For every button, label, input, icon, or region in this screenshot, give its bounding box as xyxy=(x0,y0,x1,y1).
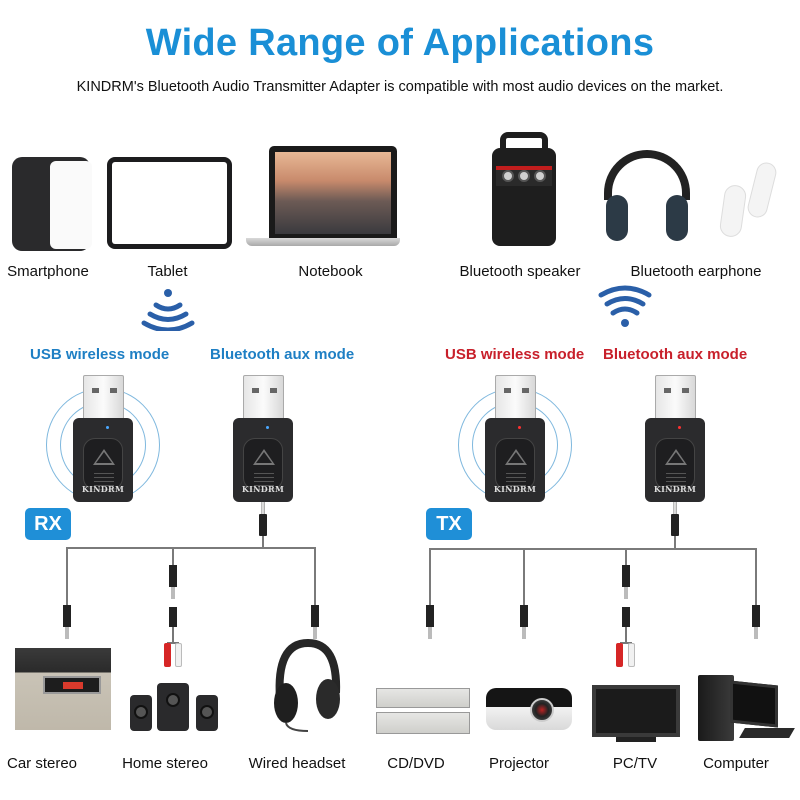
device-label-cd-dvd: CD/DVD xyxy=(387,755,445,772)
headphone-cup-right xyxy=(666,195,688,241)
device-label-home-stereo: Home stereo xyxy=(122,755,208,772)
device-label-smartphone: Smartphone xyxy=(7,263,89,280)
adapter-brand: KINDRM xyxy=(81,484,125,494)
cable xyxy=(674,536,676,548)
wired-headset-icon xyxy=(274,638,341,732)
tx-badge: TX xyxy=(426,508,472,540)
projector-icon xyxy=(486,688,572,730)
laptop-base xyxy=(246,238,400,246)
rx-aux-mode-label: Bluetooth aux mode xyxy=(210,346,355,363)
smartphone-icon xyxy=(12,157,92,251)
device-label-pc-tv: PC/TV xyxy=(612,755,658,772)
device-label-bluetooth-speaker: Bluetooth speaker xyxy=(459,263,581,280)
device-label-car-stereo: Car stereo xyxy=(6,755,78,772)
page-subtitle: KINDRM's Bluetooth Audio Transmitter Ada… xyxy=(76,79,724,95)
rca-white-plug xyxy=(175,643,182,667)
device-label-projector: Projector xyxy=(488,755,550,772)
tx-cable-tree xyxy=(426,548,760,644)
usb-plug xyxy=(495,375,536,420)
rca-red-plug xyxy=(616,643,623,667)
keyboard xyxy=(739,728,795,738)
tx-usb-mode-label: USB wireless mode xyxy=(445,346,585,363)
wifi-signal-receive-icon xyxy=(141,289,195,331)
adapter-brand: KINDRM xyxy=(241,484,285,494)
usb-plug xyxy=(655,375,696,420)
tv-icon xyxy=(592,685,680,737)
laptop-icon xyxy=(269,146,397,238)
usb-plug xyxy=(83,375,124,420)
headphones-icon xyxy=(604,150,690,200)
earbud-left-icon xyxy=(718,183,748,239)
adapter-brand: KINDRM xyxy=(653,484,697,494)
usb-plug xyxy=(243,375,284,420)
monitor xyxy=(730,680,778,728)
page-title: Wide Range of Applications xyxy=(145,22,655,64)
rx-usb-adapter: KINDRM xyxy=(73,418,133,502)
headphone-cup-left xyxy=(606,195,628,241)
desktop-computer-icon xyxy=(698,675,734,741)
aux-jack xyxy=(259,514,267,536)
device-label-tablet: Tablet xyxy=(147,263,188,280)
rx-cable-tree xyxy=(63,547,319,644)
rca-white-plug xyxy=(628,643,635,667)
aux-jack-tip xyxy=(261,502,265,514)
rca-red-plug xyxy=(164,643,171,667)
earbud-right-icon xyxy=(745,160,779,220)
cable xyxy=(262,536,264,548)
speaker-icon xyxy=(492,132,556,246)
subwoofer xyxy=(157,683,189,731)
tx-usb-adapter: KINDRM xyxy=(485,418,545,502)
aux-jack xyxy=(671,514,679,536)
device-label-bluetooth-earphone: Bluetooth earphone xyxy=(630,263,762,280)
aux-jack-tip xyxy=(673,502,677,514)
car-stereo-icon xyxy=(15,648,111,730)
rx-aux-adapter: KINDRM xyxy=(233,418,293,502)
satellite-speaker xyxy=(196,695,218,731)
device-label-notebook: Notebook xyxy=(298,263,363,280)
wifi-signal-transmit-icon xyxy=(598,285,652,327)
adapter-brand: KINDRM xyxy=(493,484,537,494)
tablet-icon xyxy=(107,157,232,249)
device-label-computer: Computer xyxy=(703,755,769,772)
cd-dvd-player-icon xyxy=(376,688,470,708)
device-label-wired-headset: Wired headset xyxy=(248,755,346,772)
tx-aux-adapter: KINDRM xyxy=(645,418,705,502)
tx-aux-mode-label: Bluetooth aux mode xyxy=(603,346,748,363)
tv-stand xyxy=(616,737,656,742)
home-stereo-icon xyxy=(130,695,152,731)
rx-badge: RX xyxy=(25,508,71,540)
amplifier xyxy=(376,712,470,734)
rx-usb-mode-label: USB wireless mode xyxy=(30,346,170,363)
